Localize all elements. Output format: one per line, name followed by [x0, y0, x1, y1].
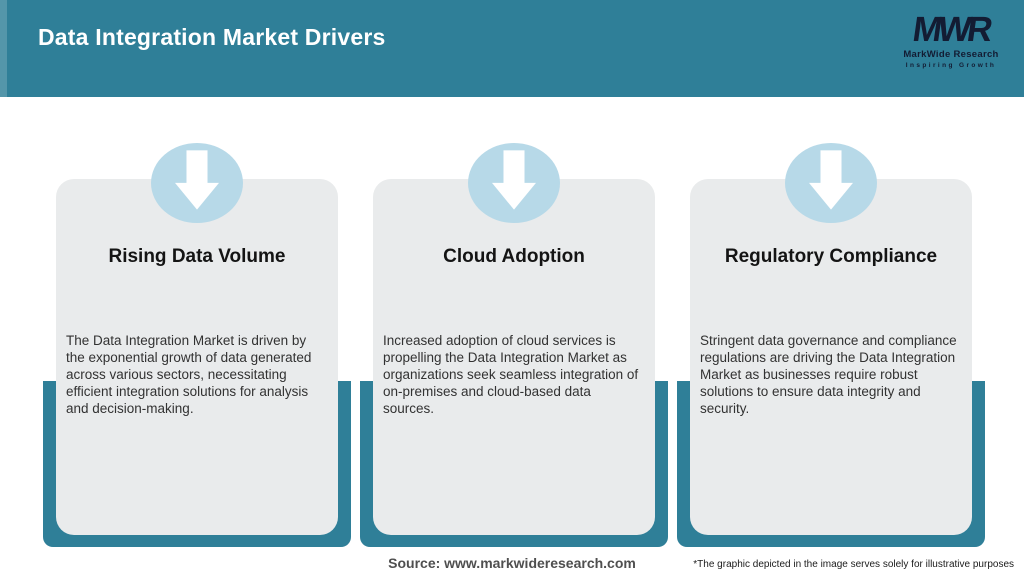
arrow-badge — [468, 143, 560, 223]
arrow-badge — [785, 143, 877, 223]
logo-acronym: MWR — [910, 10, 992, 49]
down-arrow-icon — [809, 150, 853, 210]
page-title: Data Integration Market Drivers — [38, 24, 386, 50]
logo-tagline: Inspiring Growth — [905, 61, 997, 69]
driver-card-regulatory-compliance: Regulatory Compliance Stringent data gov… — [690, 179, 972, 535]
down-arrow-icon — [175, 150, 219, 210]
disclaimer-note: *The graphic depicted in the image serve… — [693, 559, 1014, 570]
header-bar: Data Integration Market Drivers MWR Mark… — [0, 0, 1024, 97]
driver-card-rising-data-volume: Rising Data Volume The Data Integration … — [56, 179, 338, 535]
card-description: Stringent data governance and compliance… — [700, 333, 957, 416]
card-description: Increased adoption of cloud services is … — [383, 333, 639, 416]
markwide-research-logo: MWR MarkWide Research Inspiring Growth — [896, 10, 1006, 69]
card-title: Regulatory Compliance — [724, 246, 938, 267]
down-arrow-icon — [492, 150, 536, 210]
driver-card-cloud-adoption: Cloud Adoption Increased adoption of clo… — [373, 179, 655, 535]
logo-name: MarkWide Research — [903, 49, 999, 60]
source-line: Source: www.markwideresearch.com — [388, 555, 636, 571]
arrow-badge — [151, 143, 243, 223]
card-title: Rising Data Volume — [108, 246, 286, 267]
card-description: The Data Integration Market is driven by… — [66, 333, 312, 416]
card-title: Cloud Adoption — [443, 246, 585, 267]
